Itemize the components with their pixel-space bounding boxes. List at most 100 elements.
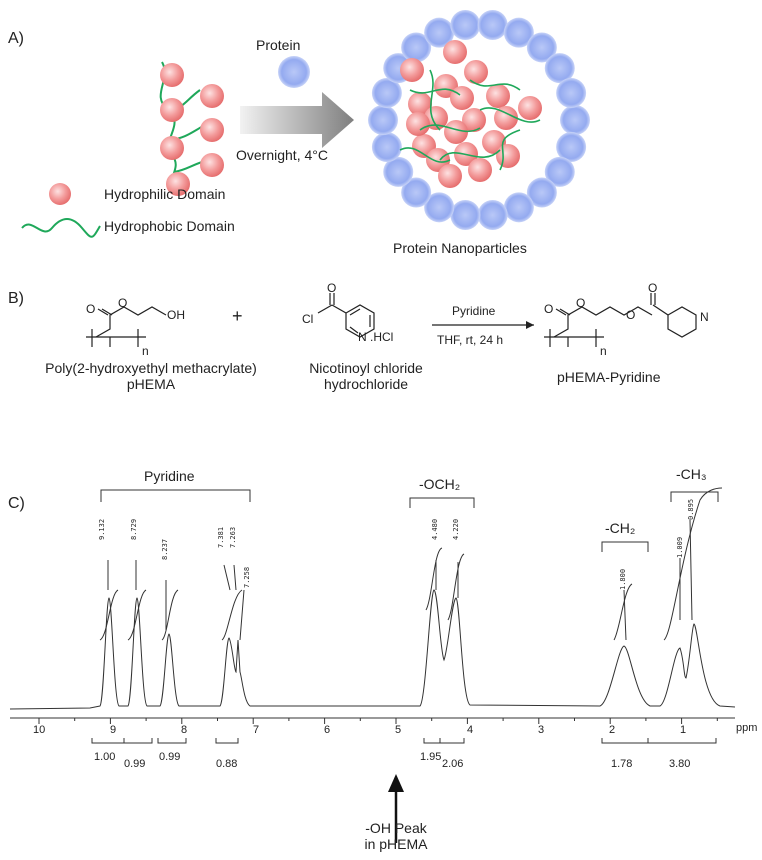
axis-unit: ppm [736, 722, 758, 734]
core-hydrophilic-sphere [468, 158, 492, 182]
product-o3: O [626, 308, 636, 322]
protein-sphere [278, 56, 310, 88]
panel-b-scheme [86, 293, 697, 347]
legend-hydrophilic-label: Hydrophilic Domain [104, 186, 226, 202]
phema-oh: OH [167, 308, 185, 322]
panel-a-graphic [21, 9, 590, 238]
core-hydrophilic-sphere [406, 112, 430, 136]
core-hydrophilic-sphere [496, 144, 520, 168]
product-o1: O [544, 302, 554, 316]
shell-protein-sphere [401, 177, 432, 208]
core-hydrophilic-sphere [462, 108, 486, 132]
core-hydrophilic-sphere [400, 58, 424, 82]
reactant1-name: Poly(2-hydroxyethyl methacrylate) pHEMA [6, 360, 296, 392]
panel-b-label: B) [8, 290, 24, 307]
panel-a-label: A) [8, 30, 24, 47]
product-o2: O [576, 296, 586, 310]
shell-protein-sphere [526, 32, 557, 63]
group-ch2: -CH₂ [605, 520, 636, 536]
axis-tick-label: 9 [110, 724, 117, 736]
reactant2-name-line1: Nicotinoyl chloride [309, 360, 423, 376]
product-n-sub: n [600, 344, 607, 358]
nicotinoyl-n: N [358, 330, 367, 344]
reactant2-name: Nicotinoyl chloride hydrochloride [286, 360, 446, 392]
integral-value: 0.99 [159, 751, 181, 763]
nicotinoyl-hcl: .HCl [370, 330, 394, 344]
shell-protein-sphere [450, 200, 481, 231]
core-chain [419, 124, 481, 133]
phema-o-ester: O [118, 296, 128, 310]
legend-hydrophobic-line [21, 218, 101, 238]
core-chain [399, 147, 451, 163]
axis-tick-label: 4 [467, 724, 474, 736]
peak-label: 7.381 [217, 526, 225, 548]
axis-tick-label: 6 [324, 724, 331, 736]
reagent-top: Pyridine [452, 304, 496, 318]
core-hydrophilic-sphere [518, 96, 542, 120]
peak-label: 8.729 [130, 518, 138, 540]
shell-protein-sphere [371, 77, 402, 108]
shell-protein-sphere [544, 53, 575, 84]
peak-label: 9.132 [98, 518, 106, 540]
oh-peak-note: -OH Peak in pHEMA [336, 820, 456, 852]
product-name: pHEMA-Pyridine [557, 369, 661, 385]
shell-protein-sphere [371, 132, 402, 163]
reactant1-name-line2: pHEMA [126, 376, 176, 392]
legend-hydrophilic-sphere [49, 183, 71, 205]
axis-tick-label: 1 [680, 724, 687, 736]
core-hydrophilic-sphere [494, 106, 518, 130]
core-chain [479, 107, 541, 123]
axis-tick-label: 5 [395, 724, 402, 736]
group-och2: -OCH₂ [419, 476, 461, 492]
shell-protein-sphere [401, 32, 432, 63]
protein-nanoparticle [368, 9, 590, 231]
core-hydrophilic-sphere [464, 60, 488, 84]
nmr-trace [9, 589, 736, 710]
integral-value: 0.99 [124, 758, 146, 770]
axis-tick-label: 10 [33, 724, 46, 736]
peak-label: 8.237 [161, 538, 169, 560]
shell-protein-sphere [368, 105, 398, 135]
shell-protein-sphere [424, 192, 455, 223]
peak-label: 1.009 [676, 536, 684, 558]
phema-n-sub: n [142, 344, 149, 358]
peak-label: 4.220 [452, 518, 460, 540]
phema-o-carbonyl: O [86, 302, 96, 316]
core-hydrophilic-sphere [486, 84, 510, 108]
group-ch3: -CH₃ [676, 466, 707, 482]
reactant2-name-line2: hydrochloride [323, 376, 409, 392]
nicotinoyl-o: O [327, 281, 337, 295]
shell-protein-sphere [424, 17, 455, 48]
shell-protein-sphere [477, 9, 508, 40]
axis-tick-label: 7 [253, 724, 260, 736]
core-chain [499, 129, 521, 171]
shell-protein-sphere [544, 156, 575, 187]
shell-protein-sphere [503, 17, 534, 48]
core-chain [469, 79, 521, 91]
shell-protein-sphere [383, 156, 414, 187]
shell-protein-sphere [526, 177, 557, 208]
integral-value: 1.00 [94, 751, 116, 763]
core-chain [429, 69, 441, 131]
peak-label: 4.480 [431, 518, 439, 540]
core-hydrophilic-sphere [450, 86, 474, 110]
polymer-chain [159, 61, 224, 196]
core-chain [409, 88, 461, 96]
group-pyridine: Pyridine [144, 468, 195, 484]
shell-protein-sphere [560, 105, 590, 135]
peak-label: 7.258 [243, 566, 251, 588]
core-chain [439, 149, 501, 161]
reactant1-name-line1: Poly(2-hydroxyethyl methacrylate) [45, 360, 257, 376]
axis-tick-label: 2 [609, 724, 616, 736]
peak-label: 1.800 [619, 568, 627, 590]
plus-sign: + [232, 306, 243, 326]
shell-protein-sphere [450, 9, 481, 40]
shell-protein-sphere [556, 132, 587, 163]
reagent-bottom: THF, rt, 24 h [437, 333, 504, 347]
integral-value: 0.88 [216, 758, 238, 770]
legend-hydrophobic-label: Hydrophobic Domain [104, 218, 235, 234]
core-hydrophilic-sphere [408, 92, 432, 116]
core-hydrophilic-sphere [443, 40, 467, 64]
shell-protein-sphere [556, 77, 587, 108]
integral-value: 2.06 [442, 758, 464, 770]
